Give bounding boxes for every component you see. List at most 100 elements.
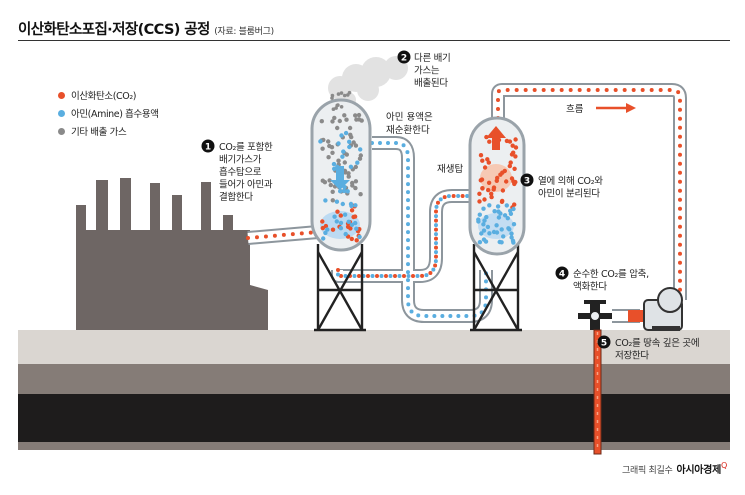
particle <box>485 224 491 230</box>
particle <box>338 220 344 226</box>
particle <box>499 227 504 232</box>
particle <box>510 143 515 148</box>
particle <box>500 198 505 204</box>
step-2-badge <box>397 50 411 64</box>
particle <box>330 150 335 155</box>
particle <box>336 103 340 107</box>
particle <box>354 238 359 243</box>
particle <box>351 140 356 145</box>
particle <box>495 175 500 181</box>
smoke-gas-particles <box>330 90 352 111</box>
particle <box>486 187 491 193</box>
particle <box>346 93 350 97</box>
page-title: 이산화탄소포집·저장(CCS) 공정 (자료: 블룸버그) <box>18 18 274 39</box>
particle <box>334 199 340 204</box>
particle <box>494 230 500 235</box>
particle <box>495 204 501 209</box>
particle <box>512 166 517 171</box>
co2-dot-icon <box>58 91 65 99</box>
particle <box>492 209 497 214</box>
particle <box>482 218 487 223</box>
step-5-number: 5 <box>601 339 607 349</box>
particle <box>504 179 509 184</box>
particle <box>513 145 519 150</box>
particle <box>318 139 323 144</box>
logo-mark-icon: Q <box>721 461 727 470</box>
particle <box>330 119 335 124</box>
particle <box>338 213 343 218</box>
injection-well-pipe <box>593 329 602 455</box>
particle <box>327 178 332 183</box>
particle <box>484 134 489 140</box>
step-3-text-line: 아민이 분리된다 <box>538 188 600 200</box>
particle <box>498 211 503 216</box>
particle <box>342 93 347 98</box>
particle <box>496 215 502 220</box>
step-3-number: 3 <box>524 177 530 187</box>
ground-deep-layer <box>18 394 730 442</box>
step-1-text-line: 결합한다 <box>219 192 253 203</box>
particle <box>512 202 517 207</box>
particle <box>342 160 347 165</box>
particle <box>513 154 518 159</box>
particle <box>353 203 358 208</box>
particle <box>509 231 514 236</box>
regenerator-stand-icon <box>470 244 522 332</box>
particle <box>341 188 347 194</box>
step-2-text-line: 배출된다 <box>414 77 448 89</box>
particle <box>343 130 349 136</box>
step-1-text-line: 들어가 아민과 <box>219 180 273 191</box>
legend-item-co2: 이산화탄소(CO₂) <box>58 86 159 104</box>
particle <box>349 203 354 209</box>
particle <box>477 199 482 204</box>
particle <box>483 239 489 244</box>
particle <box>336 141 341 146</box>
amine-recycle-label-1: 아민 용액은 <box>386 111 433 123</box>
particle <box>337 118 342 124</box>
particle <box>352 214 358 219</box>
particle <box>319 119 324 124</box>
title-rule <box>18 40 730 41</box>
step-4-text-line: 순수한 CO₂를 압축, <box>573 268 649 280</box>
ground-surface-layer <box>18 330 730 364</box>
particle <box>338 226 344 231</box>
particle <box>504 203 509 208</box>
particle <box>346 174 351 179</box>
particle <box>487 231 492 236</box>
particle <box>339 133 344 138</box>
particle <box>334 106 338 110</box>
step-3-badge <box>520 173 534 187</box>
particle <box>328 182 333 188</box>
particle <box>511 150 516 155</box>
particle <box>487 203 492 208</box>
particle <box>481 206 486 211</box>
particle <box>476 219 481 224</box>
particle <box>323 198 328 203</box>
particle <box>501 234 506 239</box>
publisher-logo: 아시아경제 <box>676 465 721 476</box>
particle <box>481 228 487 233</box>
particle <box>341 149 346 154</box>
gas-dot-icon <box>58 127 65 135</box>
particle <box>336 92 341 96</box>
particle <box>489 191 494 196</box>
particle <box>357 234 362 240</box>
particle <box>507 163 512 169</box>
particle <box>339 105 344 109</box>
particle <box>511 222 517 227</box>
step-1-number: 1 <box>205 143 211 153</box>
particle <box>502 213 508 218</box>
step-4-text-line: 액화한다 <box>573 281 607 293</box>
particle <box>330 189 335 194</box>
particle <box>482 197 487 202</box>
particle <box>477 212 482 217</box>
particle <box>353 185 358 191</box>
particle <box>477 191 482 196</box>
particle <box>347 125 353 131</box>
regenerator-up-arrow-icon <box>486 126 506 150</box>
particle <box>486 180 492 185</box>
particle <box>480 158 485 163</box>
